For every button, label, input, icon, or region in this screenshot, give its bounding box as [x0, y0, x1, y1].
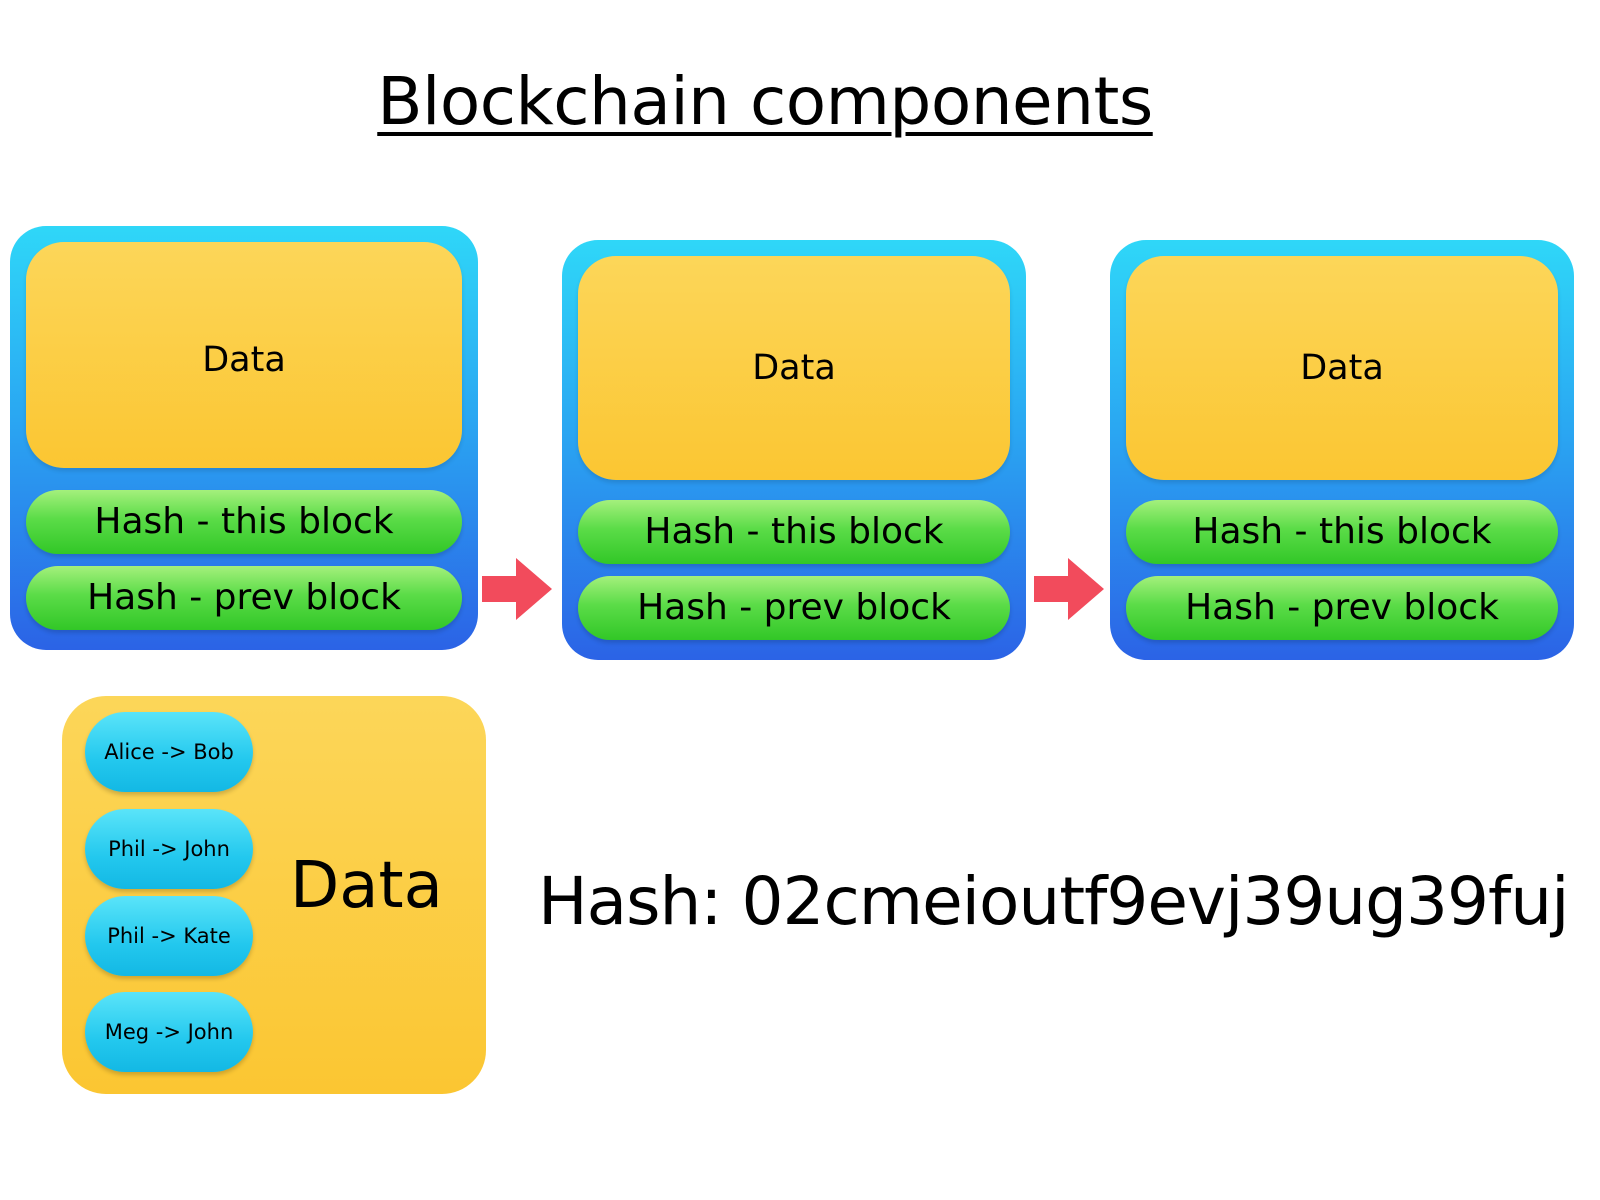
data-detail-label: Data [290, 849, 443, 923]
data-detail-panel: Alice -> Bob Phil -> John Phil -> Kate M… [62, 696, 486, 1094]
block-3: Data Hash - this block Hash - prev block [1110, 240, 1574, 660]
block-3-data-panel: Data [1126, 256, 1558, 480]
hash-example: Hash: 02cmeioutf9evj39ug39fuj [538, 863, 1569, 940]
block-3-hash-this: Hash - this block [1126, 500, 1558, 564]
transaction-pill: Alice -> Bob [85, 712, 253, 792]
block-2: Data Hash - this block Hash - prev block [562, 240, 1026, 660]
title-text: Blockchain components [377, 63, 1153, 140]
block-2-data-label: Data [752, 348, 836, 388]
transaction-pill: Phil -> Kate [85, 896, 253, 976]
block-1-hash-prev: Hash - prev block [26, 566, 462, 630]
block-1: Data Hash - this block Hash - prev block [10, 226, 478, 650]
block-1-data-panel: Data [26, 242, 462, 468]
arrow-right-icon [482, 558, 552, 620]
transaction-pill: Meg -> John [85, 992, 253, 1072]
transaction-pill: Phil -> John [85, 809, 253, 889]
diagram-title: Blockchain components [0, 62, 1530, 142]
block-1-hash-this: Hash - this block [26, 490, 462, 554]
block-2-hash-this: Hash - this block [578, 500, 1010, 564]
arrow-right-icon [1034, 558, 1104, 620]
block-3-hash-prev: Hash - prev block [1126, 576, 1558, 640]
block-2-data-panel: Data [578, 256, 1010, 480]
block-2-hash-prev: Hash - prev block [578, 576, 1010, 640]
block-1-data-label: Data [202, 340, 286, 380]
block-3-data-label: Data [1300, 348, 1384, 388]
